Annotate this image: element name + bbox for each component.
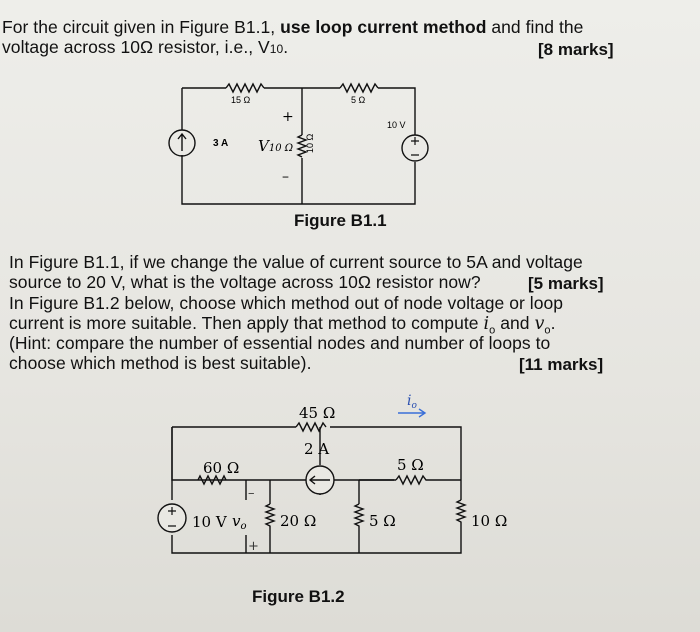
- q3-io-sub: o: [489, 324, 496, 337]
- question1-line1: For the circuit given in Figure B1.1, us…: [2, 17, 583, 37]
- fig1-r10-label: 10 Ω: [305, 133, 315, 153]
- fig2-current-arrow-icon: [308, 475, 330, 485]
- current-source-circle: [168, 129, 196, 157]
- q1-line2-text: voltage across 10Ω resistor, i.e., V: [2, 37, 270, 57]
- question3-line2: current is more suitable. Then apply tha…: [9, 313, 556, 341]
- question1-line2: voltage across 10Ω resistor, i.e., V10.: [2, 37, 288, 59]
- question2-line2: source to 20 V, what is the voltage acro…: [9, 272, 481, 292]
- q1-text-end: and find the: [486, 17, 584, 37]
- question2-line1: In Figure B1.1, if we change the value o…: [9, 252, 583, 272]
- fig2-voltage-polarity-icon: [168, 507, 176, 527]
- q3-vo-sub: o: [544, 324, 551, 337]
- fig1-r5-label: 5 Ω: [351, 95, 366, 105]
- voltage-source-circle: [401, 134, 429, 162]
- fig2-r10-label: 10 Ω: [471, 512, 507, 530]
- fig2-vo-label: vo: [232, 512, 247, 532]
- question3-line1: In Figure B1.2 below, choose which metho…: [9, 293, 564, 313]
- fig2-minus: –: [248, 486, 255, 501]
- q3-period: .: [550, 313, 556, 333]
- fig2-2a-label: 2 A: [304, 440, 329, 458]
- fig1-current-label: 3 A: [213, 138, 228, 149]
- figure-b1-1-caption: Figure B1.1: [294, 211, 387, 230]
- fig1-v-label: V10 Ω: [258, 137, 293, 155]
- fig2-r5-top-label: 5 Ω: [397, 456, 424, 474]
- question3-marks: [11 marks]: [519, 355, 604, 374]
- fig2-r60-label: 60 Ω: [203, 459, 239, 477]
- fig1-plus: +: [282, 109, 294, 125]
- fig2-voltage-source-circle: [157, 503, 187, 533]
- fig1-voltage-label: 10 V: [387, 120, 406, 130]
- voltage-polarity-icon: [411, 137, 419, 156]
- figure-b1-2-caption: Figure B1.2: [252, 587, 345, 606]
- q1-text: For the circuit given in Figure B1.1,: [2, 17, 281, 37]
- q3-line2-text: current is more suitable. Then apply tha…: [9, 313, 484, 333]
- question3-line3: (Hint: compare the number of essential n…: [9, 333, 551, 353]
- fig2-io-label: io: [407, 393, 417, 411]
- io-arrow-icon: [398, 408, 427, 418]
- q1-subscript: 10: [269, 42, 284, 56]
- q1-bold-method: use loop current method: [280, 17, 487, 37]
- q3-io-symbol: i: [483, 314, 490, 334]
- current-arrow-icon: [177, 132, 187, 151]
- question2-marks: [5 marks]: [528, 274, 604, 293]
- fig1-r15-label: 15 Ω: [231, 95, 251, 105]
- question3-line4: choose which method is best suitable).: [9, 353, 312, 373]
- question1-marks: [8 marks]: [538, 40, 614, 59]
- fig2-10v-label: 10 V: [192, 513, 228, 531]
- q3-and: and: [495, 313, 535, 333]
- fig2-plus: +: [248, 539, 259, 554]
- fig2-r20-label: 20 Ω: [280, 512, 316, 530]
- q1-period: .: [283, 37, 289, 57]
- fig2-r5-mid-label: 5 Ω: [369, 512, 396, 530]
- q3-vo-symbol: v: [534, 314, 545, 334]
- fig1-minus: –: [282, 169, 289, 185]
- fig2-r45-label: 45 Ω: [299, 404, 335, 422]
